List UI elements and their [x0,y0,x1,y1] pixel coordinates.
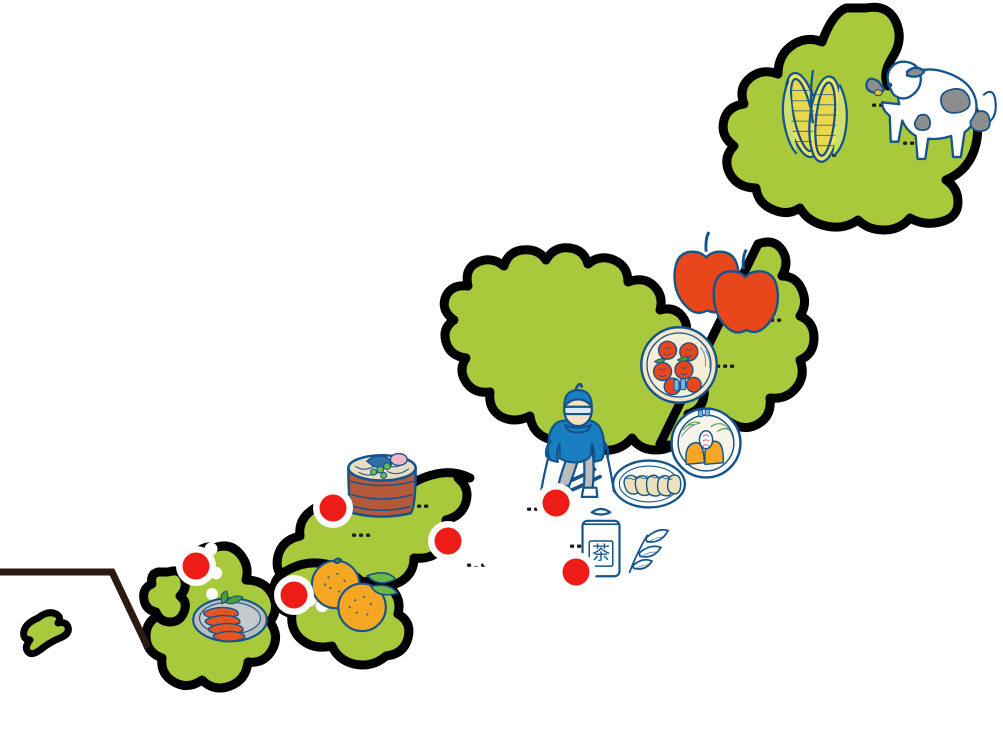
marker-kyushu[interactable] [176,546,216,586]
trail-tokai [591,561,671,596]
marker-hokuriku[interactable] [536,483,576,523]
gyoza-plate-icon [611,459,687,509]
marker-kinki[interactable] [428,521,468,561]
soba-bowl-icon [670,407,742,479]
kyushu-west-lobe [139,566,190,627]
okinawa-island [20,609,72,658]
marker-shikoku-west[interactable] [274,575,314,615]
meat-bowl-icon [640,326,718,404]
marker-chugoku[interactable] [313,488,353,528]
okinawa-inset-frame [0,568,152,650]
marker-tokai[interactable] [556,552,596,592]
ticks-tohoku-b [716,364,735,368]
ticks-chugoku [352,533,371,537]
honshu-landmass [439,237,819,455]
udon-tub-icon [347,452,417,518]
markers-layer [176,483,596,615]
